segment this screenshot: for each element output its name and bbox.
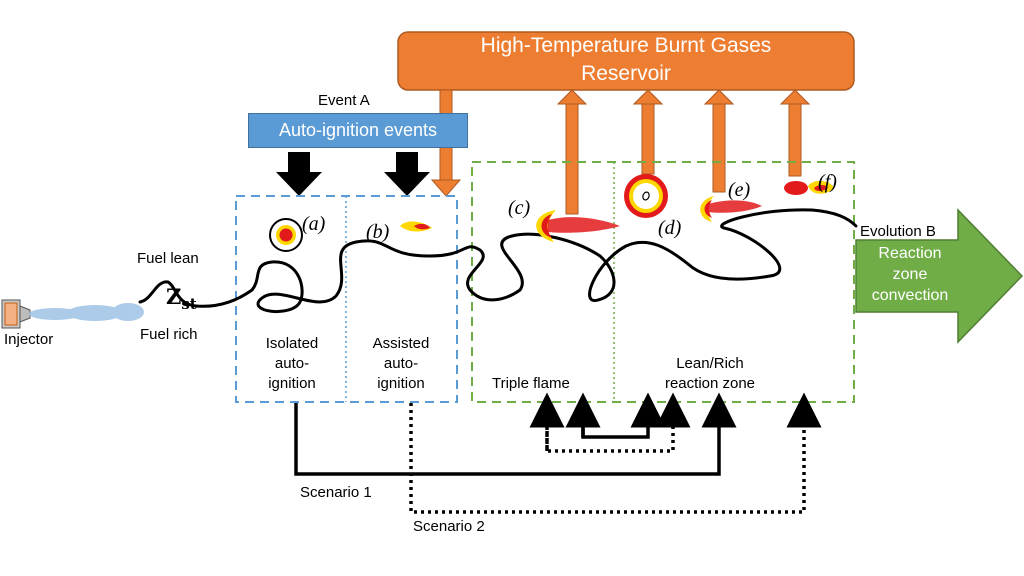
event-a-label: Event A [318, 92, 370, 109]
assisted-line-3: ignition [377, 375, 425, 392]
event-arrow-left [276, 152, 322, 196]
scenario-2-label: Scenario 2 [413, 518, 485, 535]
isolated-auto-ignition-label: Isolated auto- ignition [240, 334, 344, 394]
fuel-lean-label: Fuel lean [137, 250, 199, 267]
marker-a: (a) [302, 213, 326, 235]
fuel-rich-label: Fuel rich [140, 326, 198, 343]
marker-f: (f) [818, 171, 837, 193]
reservoir-title-line2: Reservoir [581, 62, 671, 85]
transition-loop-dotted [545, 392, 691, 453]
scenario-1-label: Scenario 1 [300, 484, 372, 501]
marker-d: (d) [658, 217, 682, 239]
event-arrow-right [384, 152, 430, 196]
stoichiometric-line [138, 208, 858, 314]
marker-b: (b) [366, 221, 390, 243]
up-arrow-e [703, 89, 735, 193]
evolution-arrow [855, 208, 1024, 344]
auto-ignition-box: Auto-ignition events [248, 113, 468, 148]
assisted-line-1: Assisted [372, 335, 430, 352]
evolution-text-line-1: Reaction [878, 245, 942, 262]
isolated-line-1: Isolated [265, 335, 319, 352]
marker-e: (e) [728, 179, 751, 201]
z-st-label: Zst [166, 284, 197, 313]
scenario-1-path [294, 392, 737, 476]
transition-loop-solid [581, 392, 666, 439]
triple-flame-label: Triple flame [492, 375, 570, 392]
reservoir-box [397, 31, 855, 91]
flame-pocket-d [624, 174, 668, 218]
isolated-line-2: auto- [274, 355, 310, 372]
scenario-2-path [409, 392, 822, 514]
evolution-text-line-3: convection [871, 287, 949, 304]
up-arrow-f [779, 89, 811, 177]
assisted-auto-ignition-label: Assisted auto- ignition [348, 334, 454, 394]
reservoir-title-line1: High-Temperature Burnt Gases [480, 34, 772, 57]
isolated-line-3: ignition [268, 375, 316, 392]
evolution-text-line-2: zone [892, 266, 928, 283]
lean-rich-line-1: Lean/Rich [676, 355, 744, 372]
spray-plume [29, 303, 144, 321]
evolution-b-label: Evolution B [860, 223, 936, 240]
lean-rich-line-2: reaction zone [664, 375, 756, 392]
assisted-line-2: auto- [383, 355, 419, 372]
flame-c [536, 210, 620, 242]
flame-kernel-b [400, 221, 432, 232]
reservoir-title: High-Temperature Burnt Gases Reservoir [398, 32, 854, 90]
flame-e [700, 196, 762, 222]
injector-label: Injector [4, 331, 54, 348]
up-arrow-d [632, 89, 664, 175]
flame-kernel-a [269, 218, 303, 252]
marker-c: (c) [508, 197, 531, 219]
injector-icon [1, 299, 31, 329]
lean-rich-reaction-zone-label: Lean/Rich reaction zone [640, 354, 780, 394]
up-arrow-c [556, 89, 588, 215]
flame-f [784, 180, 834, 195]
evolution-arrow-text: Reaction zone convection [860, 243, 960, 306]
